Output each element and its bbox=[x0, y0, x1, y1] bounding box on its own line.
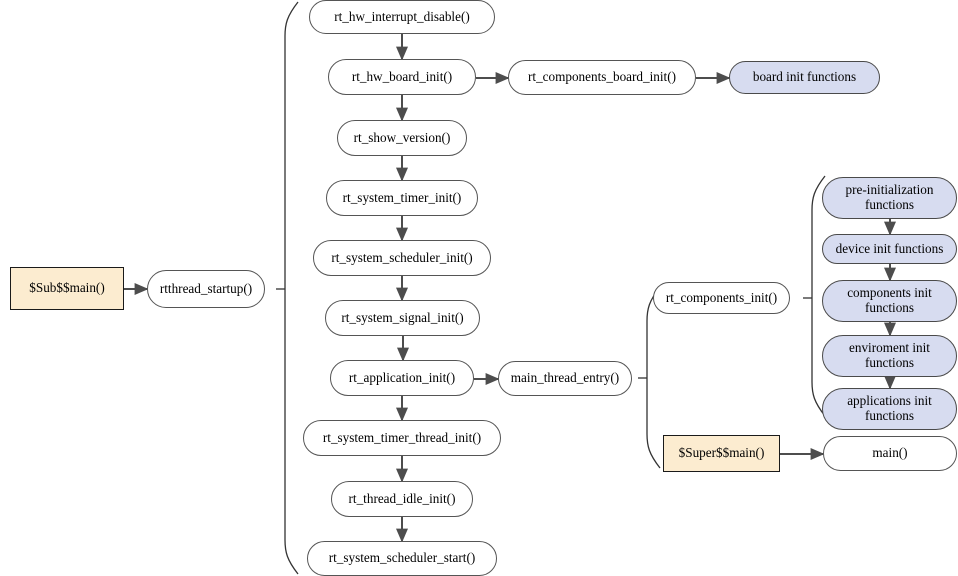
node-label: device init functions bbox=[835, 240, 944, 256]
node-main_thread_entry[interactable]: main_thread_entry() bbox=[498, 361, 632, 396]
node-label: rt_hw_board_init() bbox=[351, 68, 453, 84]
node-label: enviroment init functions bbox=[849, 340, 930, 370]
brace-components-brace bbox=[646, 286, 661, 469]
node-components_init_functions[interactable]: components init functions bbox=[822, 280, 957, 322]
node-enviroment_init_functions[interactable]: enviroment init functions bbox=[822, 335, 957, 377]
node-label: rt_system_timer_thread_init() bbox=[322, 429, 482, 445]
node-label: rt_components_init() bbox=[665, 289, 778, 305]
node-label: pre-initialization functions bbox=[845, 182, 934, 212]
node-label: $Super$$main() bbox=[678, 445, 765, 461]
node-label: rt_system_scheduler_init() bbox=[331, 249, 473, 265]
node-label: $Sub$$main() bbox=[29, 280, 105, 296]
node-rt_thread_idle_init[interactable]: rt_thread_idle_init() bbox=[331, 481, 473, 517]
node-rt_system_signal_init[interactable]: rt_system_signal_init() bbox=[325, 300, 480, 336]
node-rt_system_scheduler_start[interactable]: rt_system_scheduler_start() bbox=[307, 541, 497, 576]
node-label: rt_hw_interrupt_disable() bbox=[334, 8, 470, 24]
node-device_init_functions[interactable]: device init functions bbox=[822, 234, 957, 264]
node-rt_components_init[interactable]: rt_components_init() bbox=[653, 282, 790, 314]
node-rt_system_timer_init[interactable]: rt_system_timer_init() bbox=[326, 180, 478, 216]
node-rt_hw_board_init[interactable]: rt_hw_board_init() bbox=[328, 59, 476, 95]
node-label: components init functions bbox=[847, 285, 932, 315]
node-board_init_functions[interactable]: board init functions bbox=[729, 61, 880, 94]
node-label: main_thread_entry() bbox=[510, 370, 620, 386]
node-label: rt_system_signal_init() bbox=[341, 309, 464, 325]
brace-main-column-brace bbox=[284, 1, 299, 575]
node-super_main[interactable]: $Super$$main() bbox=[663, 435, 780, 472]
node-rtthread_startup[interactable]: rtthread_startup() bbox=[147, 270, 265, 308]
node-label: rt_components_board_init() bbox=[528, 69, 676, 85]
node-label: rt_system_scheduler_start() bbox=[328, 550, 476, 566]
node-label: rt_system_timer_init() bbox=[342, 189, 462, 205]
node-sub_main[interactable]: $Sub$$main() bbox=[10, 267, 124, 310]
node-label: main() bbox=[872, 445, 908, 461]
node-pre_initialization_functions[interactable]: pre-initialization functions bbox=[822, 177, 957, 219]
node-rt_hw_interrupt_disable[interactable]: rt_hw_interrupt_disable() bbox=[309, 0, 495, 34]
node-main[interactable]: main() bbox=[823, 436, 957, 471]
node-rt_system_timer_thread_init[interactable]: rt_system_timer_thread_init() bbox=[303, 420, 501, 456]
node-label: rtthread_startup() bbox=[159, 280, 253, 296]
node-applications_init_functions[interactable]: applications init functions bbox=[822, 388, 957, 430]
node-rt_show_version[interactable]: rt_show_version() bbox=[337, 120, 467, 156]
node-rt_system_scheduler_init[interactable]: rt_system_scheduler_init() bbox=[313, 240, 491, 276]
node-rt_components_board_init[interactable]: rt_components_board_init() bbox=[508, 60, 696, 95]
node-rt_application_init[interactable]: rt_application_init() bbox=[330, 360, 474, 396]
node-label: rt_application_init() bbox=[348, 369, 456, 385]
node-label: board init functions bbox=[752, 69, 857, 85]
node-label: applications init functions bbox=[847, 393, 932, 423]
node-label: rt_show_version() bbox=[353, 129, 451, 145]
node-label: rt_thread_idle_init() bbox=[348, 490, 456, 506]
